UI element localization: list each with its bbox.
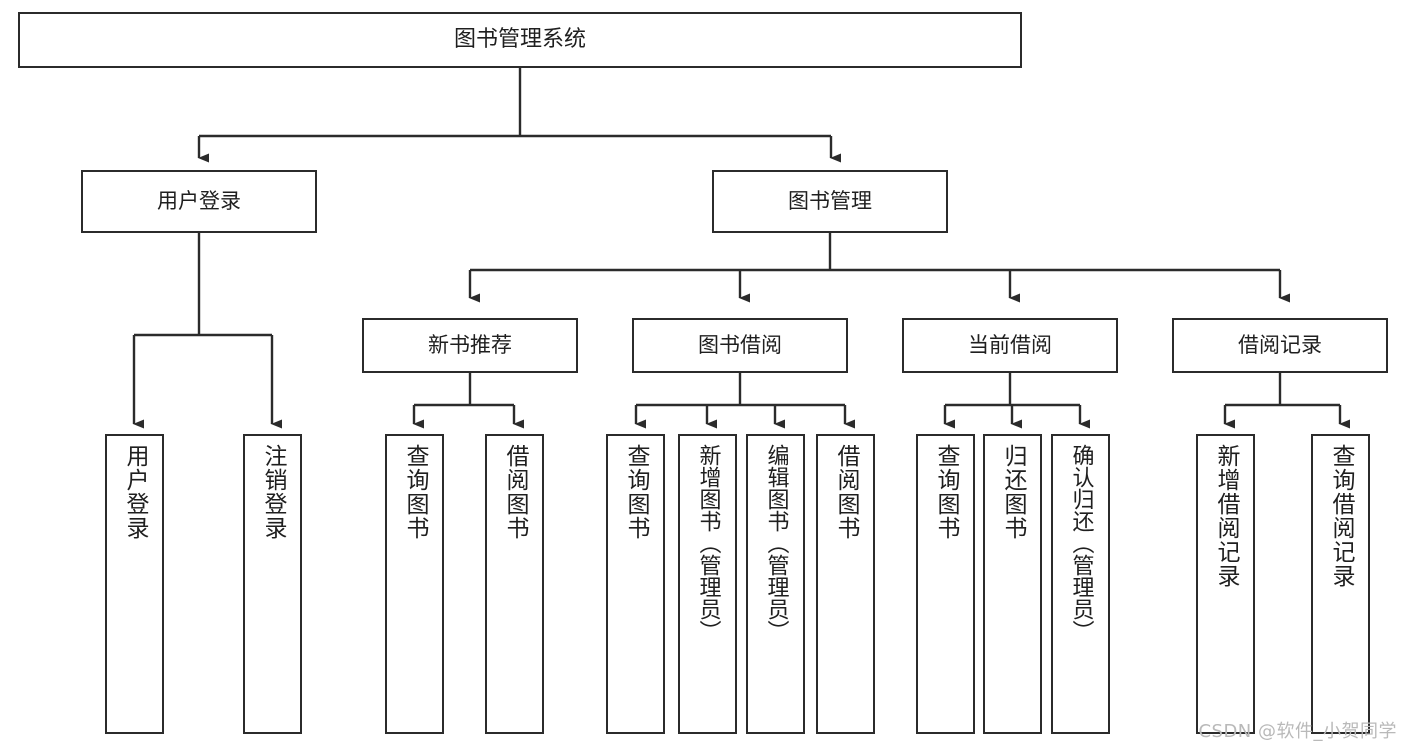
node-label: 注销登录 xyxy=(260,444,286,540)
node-label: 确认归还（管理员） xyxy=(1068,444,1094,642)
node-label: 编辑图书（管理员） xyxy=(763,444,789,642)
node-label: 查询图书 xyxy=(402,444,428,540)
leaf-logout[interactable]: 注销登录 xyxy=(243,434,302,734)
leaf-add-book-admin[interactable]: 新增图书（管理员） xyxy=(678,434,737,734)
node-label: 新增借阅记录 xyxy=(1213,444,1239,588)
node-label: 当前借阅 xyxy=(968,332,1052,357)
leaf-add-borrow-record[interactable]: 新增借阅记录 xyxy=(1196,434,1255,734)
node-book-management[interactable]: 图书管理 xyxy=(712,170,948,233)
node-borrow-record[interactable]: 借阅记录 xyxy=(1172,318,1388,373)
node-book-borrow[interactable]: 图书借阅 xyxy=(632,318,848,373)
node-user-login[interactable]: 用户登录 xyxy=(81,170,317,233)
node-label: 查询图书 xyxy=(623,444,649,540)
node-current-borrow[interactable]: 当前借阅 xyxy=(902,318,1118,373)
node-root-book-management-system[interactable]: 图书管理系统 xyxy=(18,12,1022,68)
node-new-book-recommend[interactable]: 新书推荐 xyxy=(362,318,578,373)
node-label: 图书管理系统 xyxy=(453,26,586,52)
node-label: 查询图书 xyxy=(933,444,959,540)
leaf-query-borrow-record[interactable]: 查询借阅记录 xyxy=(1311,434,1370,734)
leaf-return-book[interactable]: 归还图书 xyxy=(983,434,1042,734)
leaf-borrow-book[interactable]: 借阅图书 xyxy=(816,434,875,734)
leaf-user-login[interactable]: 用户登录 xyxy=(105,434,164,734)
leaf-query-book-recommend[interactable]: 查询图书 xyxy=(385,434,444,734)
node-label: 查询借阅记录 xyxy=(1328,444,1354,588)
node-label: 新书推荐 xyxy=(428,332,512,357)
node-label: 借阅图书 xyxy=(502,444,528,540)
node-label: 借阅记录 xyxy=(1238,332,1322,357)
node-label: 新增图书（管理员） xyxy=(695,444,721,642)
leaf-query-book-borrow[interactable]: 查询图书 xyxy=(606,434,665,734)
leaf-query-book-current[interactable]: 查询图书 xyxy=(916,434,975,734)
node-label: 用户登录 xyxy=(157,188,241,213)
node-label: 借阅图书 xyxy=(833,444,859,540)
node-label: 用户登录 xyxy=(122,444,148,540)
node-label: 图书借阅 xyxy=(698,332,782,357)
csdn-watermark: CSDN @软件_小贺同学 xyxy=(1198,721,1397,742)
node-label: 图书管理 xyxy=(788,188,872,213)
leaf-borrow-book-recommend[interactable]: 借阅图书 xyxy=(485,434,544,734)
leaf-confirm-return-admin[interactable]: 确认归还（管理员） xyxy=(1051,434,1110,734)
node-label: 归还图书 xyxy=(1000,444,1026,540)
leaf-edit-book-admin[interactable]: 编辑图书（管理员） xyxy=(746,434,805,734)
